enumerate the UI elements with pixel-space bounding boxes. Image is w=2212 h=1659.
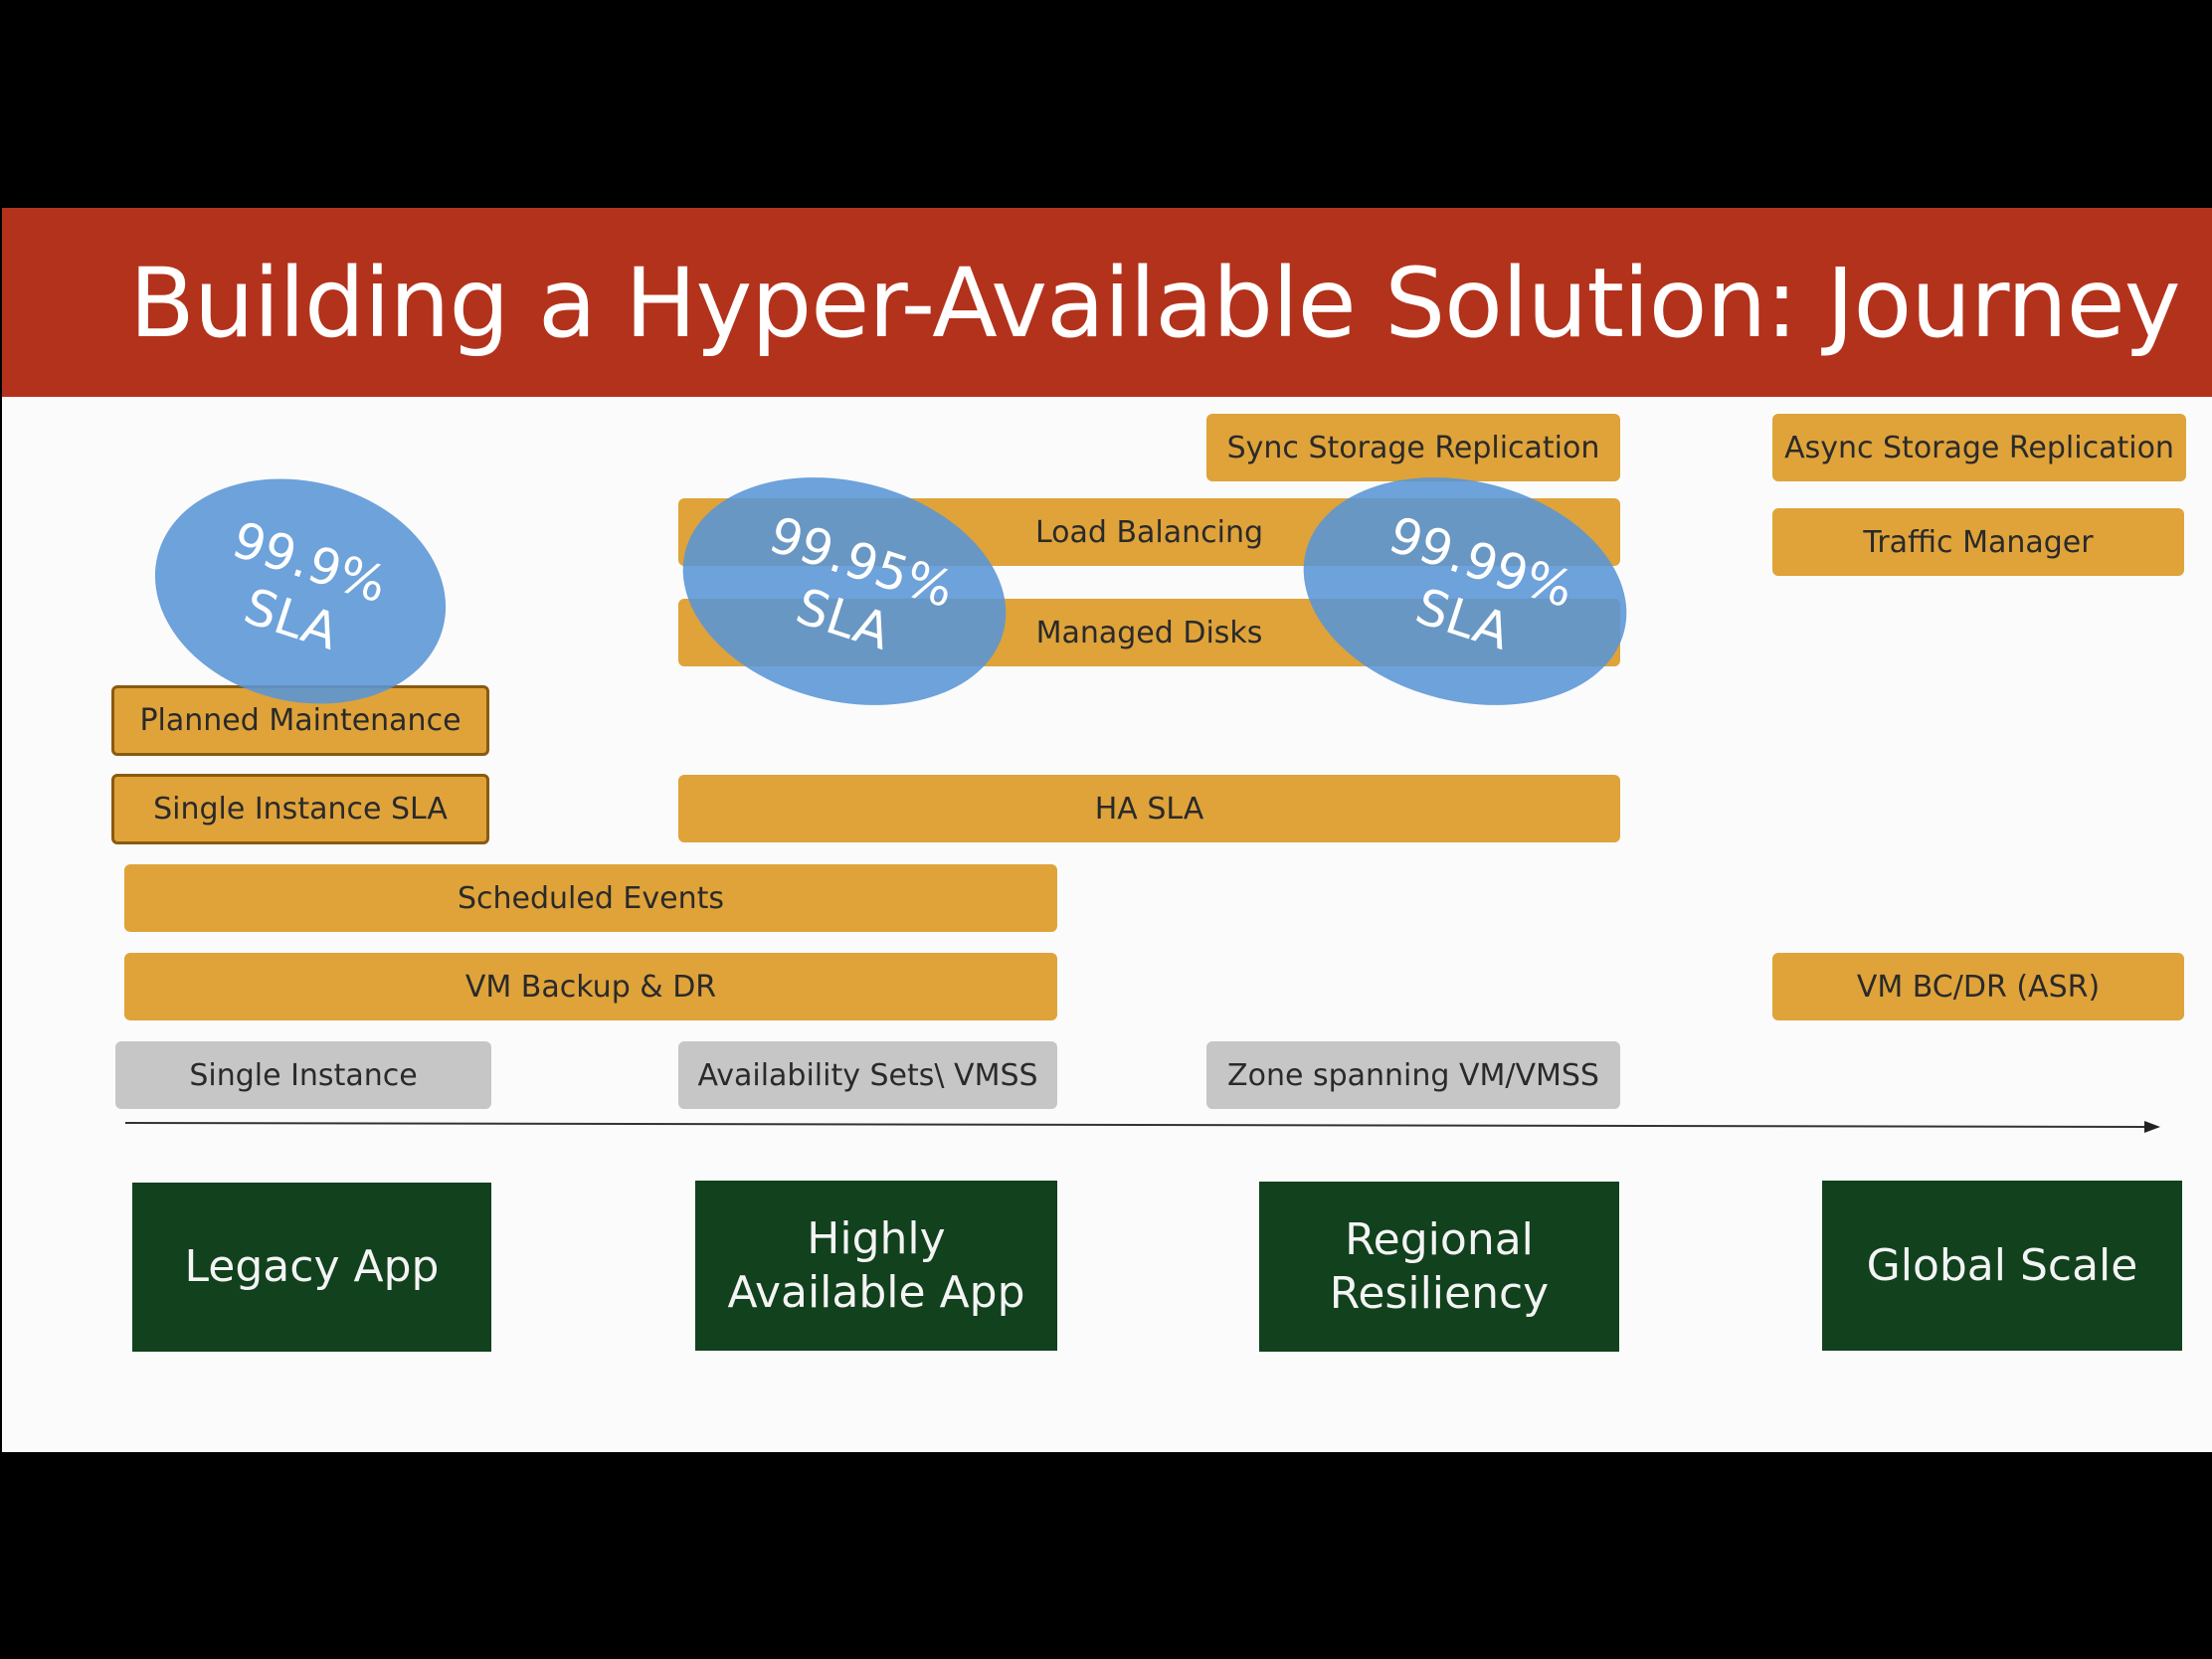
single-instance-box: Single Instance: [115, 1041, 491, 1109]
ha-sla-box: HA SLA: [678, 775, 1620, 842]
async-storage-replication-box: Async Storage Replication: [1772, 414, 2186, 481]
journey-axis-arrow: [124, 1121, 2160, 1133]
stage-highly-available-app: Highly Available App: [695, 1181, 1057, 1351]
title-bar: Building a Hyper-Available Solution: Jou…: [2, 208, 2212, 397]
stage-global-scale: Global Scale: [1822, 1181, 2182, 1351]
availability-sets-box: Availability Sets\ VMSS: [678, 1041, 1057, 1109]
zone-spanning-box: Zone spanning VM/VMSS: [1206, 1041, 1620, 1109]
scheduled-events-box: Scheduled Events: [124, 864, 1057, 932]
slide: Building a Hyper-Available Solution: Jou…: [2, 208, 2212, 1452]
stage-regional-resiliency: Regional Resiliency: [1259, 1182, 1619, 1352]
vm-bcdr-asr-box: VM BC/DR (ASR): [1772, 953, 2184, 1020]
vm-backup-dr-box: VM Backup & DR: [124, 953, 1057, 1020]
slide-title: Building a Hyper-Available Solution: Jou…: [129, 248, 2181, 359]
traffic-manager-box: Traffic Manager: [1772, 508, 2184, 576]
sync-storage-replication-box: Sync Storage Replication: [1206, 414, 1620, 481]
stage-legacy-app: Legacy App: [132, 1183, 491, 1352]
single-instance-sla-box: Single Instance SLA: [111, 774, 489, 844]
